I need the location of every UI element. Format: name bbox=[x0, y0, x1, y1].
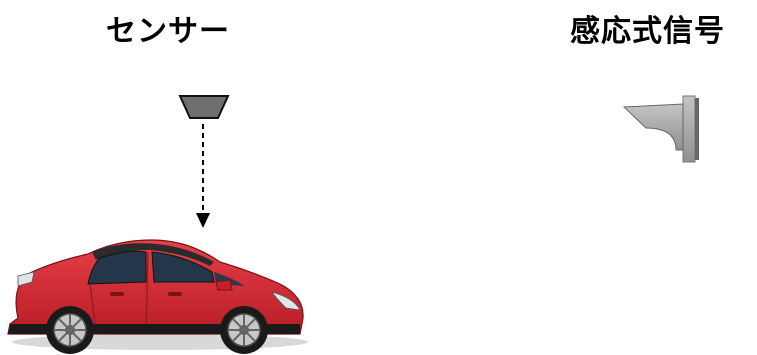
traffic-signal-icon bbox=[624, 96, 699, 162]
dashed-arrow-icon bbox=[196, 124, 210, 228]
sensor-icon bbox=[180, 96, 228, 118]
car-icon bbox=[8, 240, 308, 354]
